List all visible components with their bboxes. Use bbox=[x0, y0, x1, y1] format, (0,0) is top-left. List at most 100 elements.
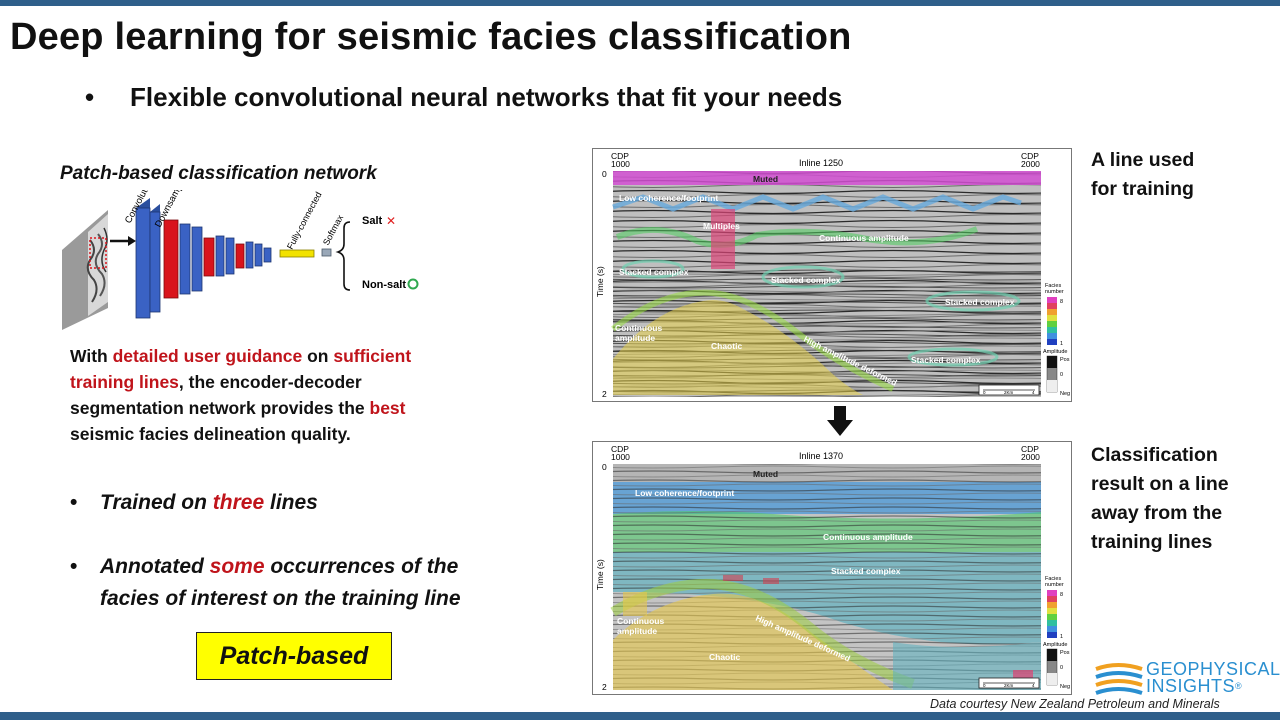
facies-chaotic: Chaotic bbox=[711, 341, 742, 351]
logo-wordmark: GEOPHYSICAL INSIGHTS® bbox=[1146, 660, 1280, 696]
classification-caption: Classification result on a line away fro… bbox=[1091, 441, 1229, 557]
subtitle-text: Flexible convolutional neural networks t… bbox=[130, 82, 843, 112]
network-layers bbox=[135, 198, 332, 319]
legend-amp-neg: Neg bbox=[1060, 684, 1070, 690]
facies-continuous-2b: amplitude bbox=[615, 333, 655, 343]
legend-facies-title-a: Facies bbox=[1045, 576, 1061, 582]
facies-continuous: Continuous amplitude bbox=[823, 532, 913, 542]
caption-line: A line used bbox=[1091, 149, 1195, 171]
facies-low-coherence: Low coherence/footprint bbox=[619, 193, 718, 203]
logo-registered-mark: ® bbox=[1235, 681, 1243, 691]
logo-line: INSIGHTS bbox=[1146, 676, 1236, 696]
facies-multiples: Multiples bbox=[703, 221, 740, 231]
network-title: Patch-based classification network bbox=[60, 163, 377, 184]
cdp-left-label: CDP bbox=[611, 444, 629, 454]
data-credit: Data courtesy New Zealand Petroleum and … bbox=[930, 697, 1220, 711]
scale-end: 4 bbox=[1032, 683, 1035, 688]
time-axis-label: Time (s) bbox=[595, 559, 605, 590]
down-arrow-icon bbox=[827, 406, 853, 436]
scale-zero: 0 bbox=[983, 683, 986, 688]
desc-text: on bbox=[302, 346, 334, 366]
seismic-section bbox=[611, 171, 1041, 397]
legend-facies-min: 1 bbox=[1060, 341, 1063, 347]
classified-section bbox=[610, 464, 1041, 690]
facies-stacked-2: Stacked complex bbox=[771, 275, 841, 285]
scale-zero: 0 bbox=[983, 390, 986, 395]
legend-facies-min: 1 bbox=[1060, 634, 1063, 640]
legend-amplitude-title: Amplitude bbox=[1043, 642, 1067, 648]
desc-highlight: training lines bbox=[70, 372, 179, 392]
input-patch bbox=[62, 210, 108, 330]
cdp-left-label: CDP bbox=[611, 151, 629, 161]
layer-label-fully-connected: Fully-connected bbox=[285, 190, 324, 251]
caption-line: for training bbox=[1091, 178, 1194, 200]
caption-line: result on a line bbox=[1091, 473, 1229, 495]
description-paragraph: With detailed user guidance on sufficien… bbox=[70, 343, 470, 447]
seismic-panel-training: CDP 1000 Inline 1250 CDP 2000 0 2 Time (… bbox=[592, 148, 1072, 402]
facies-continuous-2b: amplitude bbox=[617, 626, 657, 636]
desc-highlight: detailed user guidance bbox=[112, 346, 303, 366]
input-arrow bbox=[110, 236, 136, 246]
time-axis-label: Time (s) bbox=[595, 266, 605, 297]
bullet-text: Trained on bbox=[100, 491, 213, 514]
desc-text: With bbox=[70, 346, 113, 366]
facies-low-coherence: Low coherence/footprint bbox=[635, 488, 734, 498]
output-nonsalt-label: Non-salt bbox=[362, 279, 406, 291]
inline-label: Inline 1250 bbox=[799, 158, 843, 168]
patch-based-badge: Patch-based bbox=[196, 632, 392, 680]
caption-line: away from the bbox=[1091, 502, 1223, 524]
time-axis-two: 2 bbox=[602, 389, 607, 399]
training-line-caption: A line used for training bbox=[1091, 146, 1194, 204]
caption-line: Classification bbox=[1091, 444, 1218, 466]
geophysical-insights-logo-icon bbox=[1095, 663, 1143, 695]
legend-facies-max: 8 bbox=[1060, 299, 1063, 305]
legend-amp-zero: 0 bbox=[1060, 665, 1063, 671]
bullet-text: Annotated bbox=[100, 555, 210, 578]
cdp-right-label: CDP bbox=[1021, 151, 1039, 161]
bullet-glyph: • bbox=[70, 491, 78, 514]
facies-continuous: Continuous amplitude bbox=[819, 233, 909, 243]
slide-title: Deep learning for seismic facies classif… bbox=[10, 16, 852, 58]
facies-muted: Muted bbox=[753, 174, 778, 184]
scale-bar: 0 2Km 4 bbox=[978, 384, 1040, 396]
cdp-right-number: 2000 bbox=[1021, 452, 1040, 462]
bottom-accent-bar bbox=[0, 712, 1280, 720]
cdp-left-number: 1000 bbox=[611, 159, 630, 169]
desc-text: , the encoder-decoder bbox=[178, 372, 362, 392]
facies-legend: Facies number 8 1 Amplitude Pos 0 Neg bbox=[1043, 576, 1070, 690]
top-accent-bar bbox=[0, 0, 1280, 6]
time-axis-zero: 0 bbox=[602, 462, 607, 472]
legend-amp-neg: Neg bbox=[1060, 391, 1070, 397]
legend-facies-title-b: number bbox=[1045, 289, 1064, 295]
output-brace bbox=[335, 221, 351, 291]
legend-amp-pos: Pos bbox=[1060, 357, 1070, 363]
facies-muted: Muted bbox=[753, 469, 778, 479]
facies-chaotic: Chaotic bbox=[709, 652, 740, 662]
seismic-panel-classification: CDP 1000 Inline 1370 CDP 2000 0 2 Time (… bbox=[592, 441, 1072, 695]
bullet-text: occurrences of the bbox=[264, 555, 459, 578]
bullet-text: lines bbox=[264, 491, 318, 514]
bullet-text: facies of interest on the training line bbox=[100, 587, 461, 610]
desc-highlight: best bbox=[369, 398, 406, 418]
legend-amp-pos: Pos bbox=[1060, 650, 1070, 656]
cnn-diagram: Convolution Downsampling Fully-connected… bbox=[62, 190, 419, 330]
inline-label: Inline 1370 bbox=[799, 451, 843, 461]
facies-stacked-1: Stacked complex bbox=[619, 267, 689, 277]
time-axis-two: 2 bbox=[602, 682, 607, 692]
facies-stacked-3: Stacked complex bbox=[945, 297, 1015, 307]
scale-mid: 2Km bbox=[1004, 683, 1014, 688]
cdp-right-label: CDP bbox=[1021, 444, 1039, 454]
facies-stacked: Stacked complex bbox=[831, 566, 901, 576]
scale-end: 4 bbox=[1032, 390, 1035, 395]
desc-text: seismic facies delineation quality. bbox=[70, 424, 351, 444]
output-salt-label: Salt bbox=[362, 215, 383, 227]
legend-facies-title-a: Facies bbox=[1045, 283, 1061, 289]
legend-amp-zero: 0 bbox=[1060, 372, 1063, 378]
scale-bar: 0 2Km 4 bbox=[978, 677, 1040, 689]
desc-text: segmentation network provides the bbox=[70, 398, 370, 418]
desc-highlight: sufficient bbox=[333, 346, 412, 366]
facies-stacked-4: Stacked complex bbox=[911, 355, 981, 365]
caption-line: training lines bbox=[1091, 531, 1213, 553]
salt-marker-icon: ✕ bbox=[386, 214, 396, 228]
bullet-glyph: • bbox=[70, 555, 78, 578]
